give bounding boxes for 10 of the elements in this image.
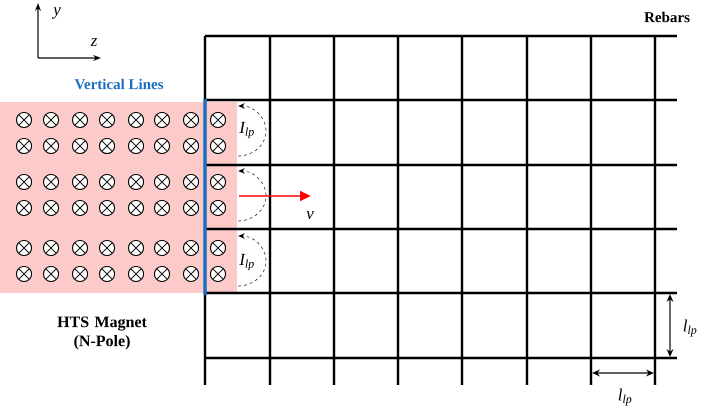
line-label: Vertical Lines [74,78,164,90]
dimension-label: l$_{lp}$ [618,388,632,406]
velocity-label: v [306,211,314,219]
axis-label: z [90,38,98,46]
current-label: I$_{lp}$ [239,122,254,138]
magnet-label: HTS Magnet (N-Pole) [57,316,147,350]
grid-label: Rebars [644,12,690,22]
dimension-label: l$_{lp}$ [684,320,696,336]
axis-label: y [52,7,61,19]
current-label: I$_{lp}$ [239,254,254,270]
